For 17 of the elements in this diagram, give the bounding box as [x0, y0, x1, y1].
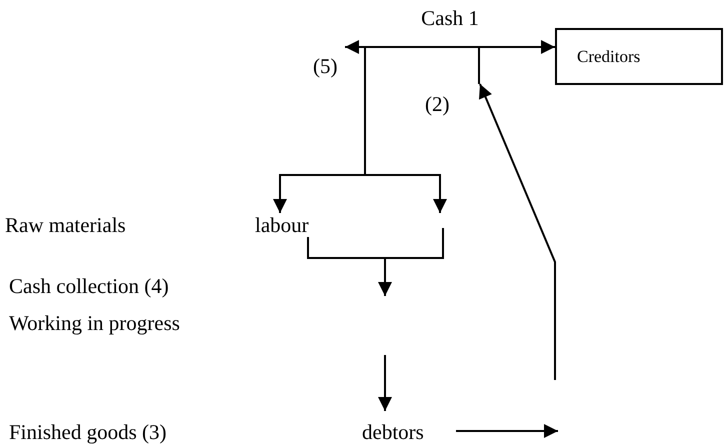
arrow	[456, 424, 558, 438]
arrow	[450, 40, 555, 54]
text-label: Finished goods (3)	[9, 420, 166, 444]
box-label: Creditors	[577, 46, 640, 68]
callout-number: (2)	[425, 92, 450, 116]
node-label: debtors	[362, 420, 424, 444]
process-box	[555, 28, 723, 85]
text-label: Cash collection (4)	[9, 274, 169, 298]
node-label: labour	[255, 213, 309, 237]
callout-number: (5)	[313, 54, 338, 78]
text-label: Working in progress	[9, 311, 180, 335]
node-label: Cash 1	[421, 6, 479, 30]
arrow	[364, 46, 450, 213]
arrow	[478, 84, 556, 380]
arrow	[378, 355, 392, 411]
text-label: Raw materials	[5, 213, 126, 237]
arrow	[307, 227, 444, 296]
